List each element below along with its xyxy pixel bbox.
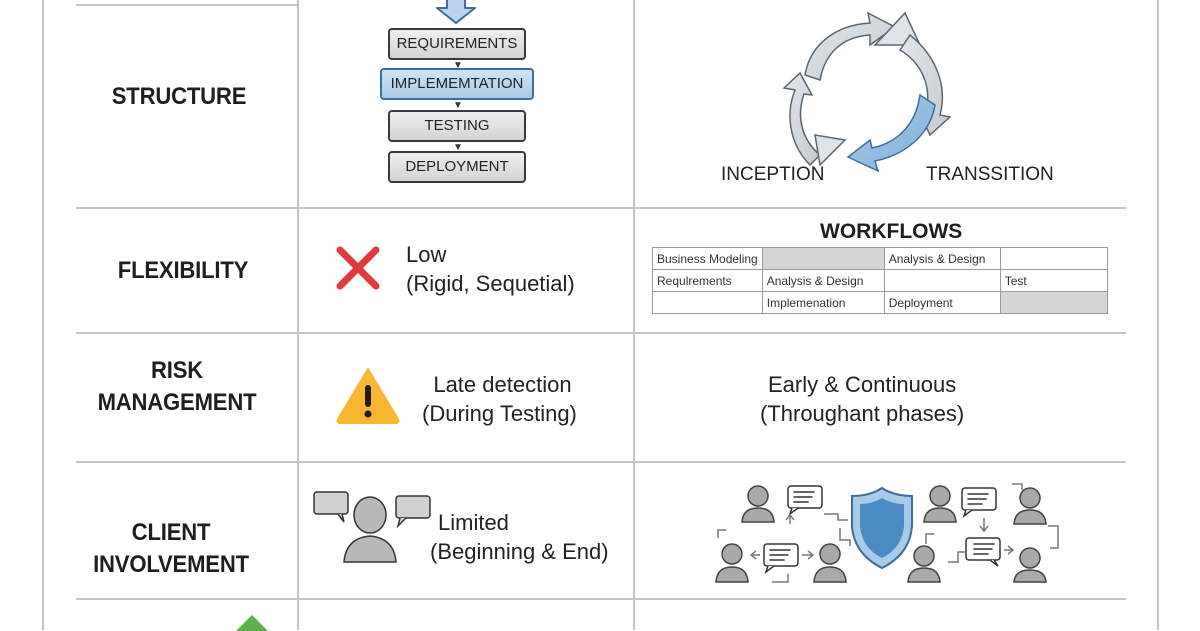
waterfall-flexibility-text: Low (Rigid, Sequetial)	[406, 240, 575, 298]
table-cell: Analysis & Design	[883, 247, 1001, 270]
row-divider-2	[76, 332, 1126, 334]
row-label-structure: STRUCTURE	[111, 83, 247, 110]
person-icon	[923, 485, 957, 523]
step-arrow-icon: ▼	[453, 60, 463, 71]
table-cell: Business Modeling	[652, 247, 763, 270]
table-cell	[999, 291, 1108, 314]
collaboration-network-icon	[715, 483, 1059, 583]
row-label-risk-management: RISK MANAGEMENT	[60, 355, 294, 419]
person-icon	[1013, 487, 1047, 525]
step-arrow-icon: ▼	[453, 100, 463, 111]
table-cell	[883, 269, 1001, 292]
risk-detail: (During Testing)	[422, 401, 577, 426]
phase-label-transition: TRANSSITION	[926, 164, 1054, 185]
waterfall-step-requirements: REQUIREMENTS	[388, 28, 526, 60]
workflows-title: WORKFLOWS	[820, 220, 963, 243]
rup-risk-value: Early & Continuous	[767, 372, 957, 397]
table-cell: Deployment	[883, 291, 1001, 314]
table-cell: Requlrements	[652, 269, 763, 292]
table-cell	[652, 291, 763, 314]
column-divider-1	[297, 0, 299, 630]
row-divider-top	[76, 4, 298, 6]
table-cell: Test	[999, 269, 1108, 292]
table-cell: Implemenation	[761, 291, 885, 314]
person-icon	[715, 543, 749, 583]
row-label-flexibility: FLEXIBILITY	[117, 257, 249, 284]
waterfall-client-text: Limited (Beginning & End)	[430, 508, 609, 566]
person-icon	[741, 485, 775, 523]
step-arrow-icon: ▼	[453, 142, 463, 153]
table-row: Implemenation Deployment	[652, 291, 1108, 314]
row-divider-4	[76, 598, 1126, 600]
client-value: Limited	[438, 510, 509, 535]
row-label-risk-line2: MANAGEMENT	[97, 389, 257, 416]
flexibility-value: Low	[406, 242, 447, 267]
iterative-cycle-icon	[782, 11, 952, 173]
person-icon	[907, 545, 941, 583]
workflows-table: Business Modeling Analysis & Design Requ…	[652, 247, 1108, 314]
waterfall-risk-text: Late detection (During Testing)	[422, 370, 577, 428]
row-divider-1	[76, 207, 1126, 209]
rup-risk-detail: (Throughant phases)	[760, 401, 965, 426]
column-divider-2	[633, 0, 635, 630]
green-arrow-icon	[236, 615, 268, 631]
table-cell	[761, 247, 885, 270]
rup-risk-text: Early & Continuous (Throughant phases)	[760, 370, 964, 428]
person-icon	[813, 543, 847, 583]
risk-value: Late detection	[433, 372, 572, 397]
phase-label-inception: INCEPTION	[721, 164, 825, 185]
waterfall-step-deployment: DEPLOYMENT	[388, 151, 526, 183]
waterfall-step-implementation: IMPLEMEMTATION	[380, 68, 534, 100]
table-row: Requlrements Analysis & Design Test	[652, 269, 1108, 292]
table-cell: Analysis & Design	[761, 269, 885, 292]
table-cell	[999, 247, 1108, 270]
row-label-client-involvement: CLIENT INVOLVEMENT	[93, 519, 249, 578]
waterfall-step-testing: TESTING	[388, 110, 526, 142]
person-icon	[1013, 547, 1047, 583]
warning-icon	[336, 368, 400, 424]
down-arrow-icon	[436, 0, 476, 24]
person-with-speech-bubbles-icon	[313, 491, 431, 563]
table-right-border	[1157, 0, 1159, 630]
flexibility-detail: (Rigid, Sequetial)	[406, 271, 575, 296]
x-icon	[336, 246, 380, 290]
shield-icon	[851, 486, 913, 570]
row-label-risk-line1: RISK	[150, 357, 204, 384]
table-row: Business Modeling Analysis & Design	[652, 247, 1108, 270]
table-left-border	[42, 0, 44, 630]
client-detail: (Beginning & End)	[430, 539, 609, 564]
row-divider-3	[76, 461, 1126, 463]
